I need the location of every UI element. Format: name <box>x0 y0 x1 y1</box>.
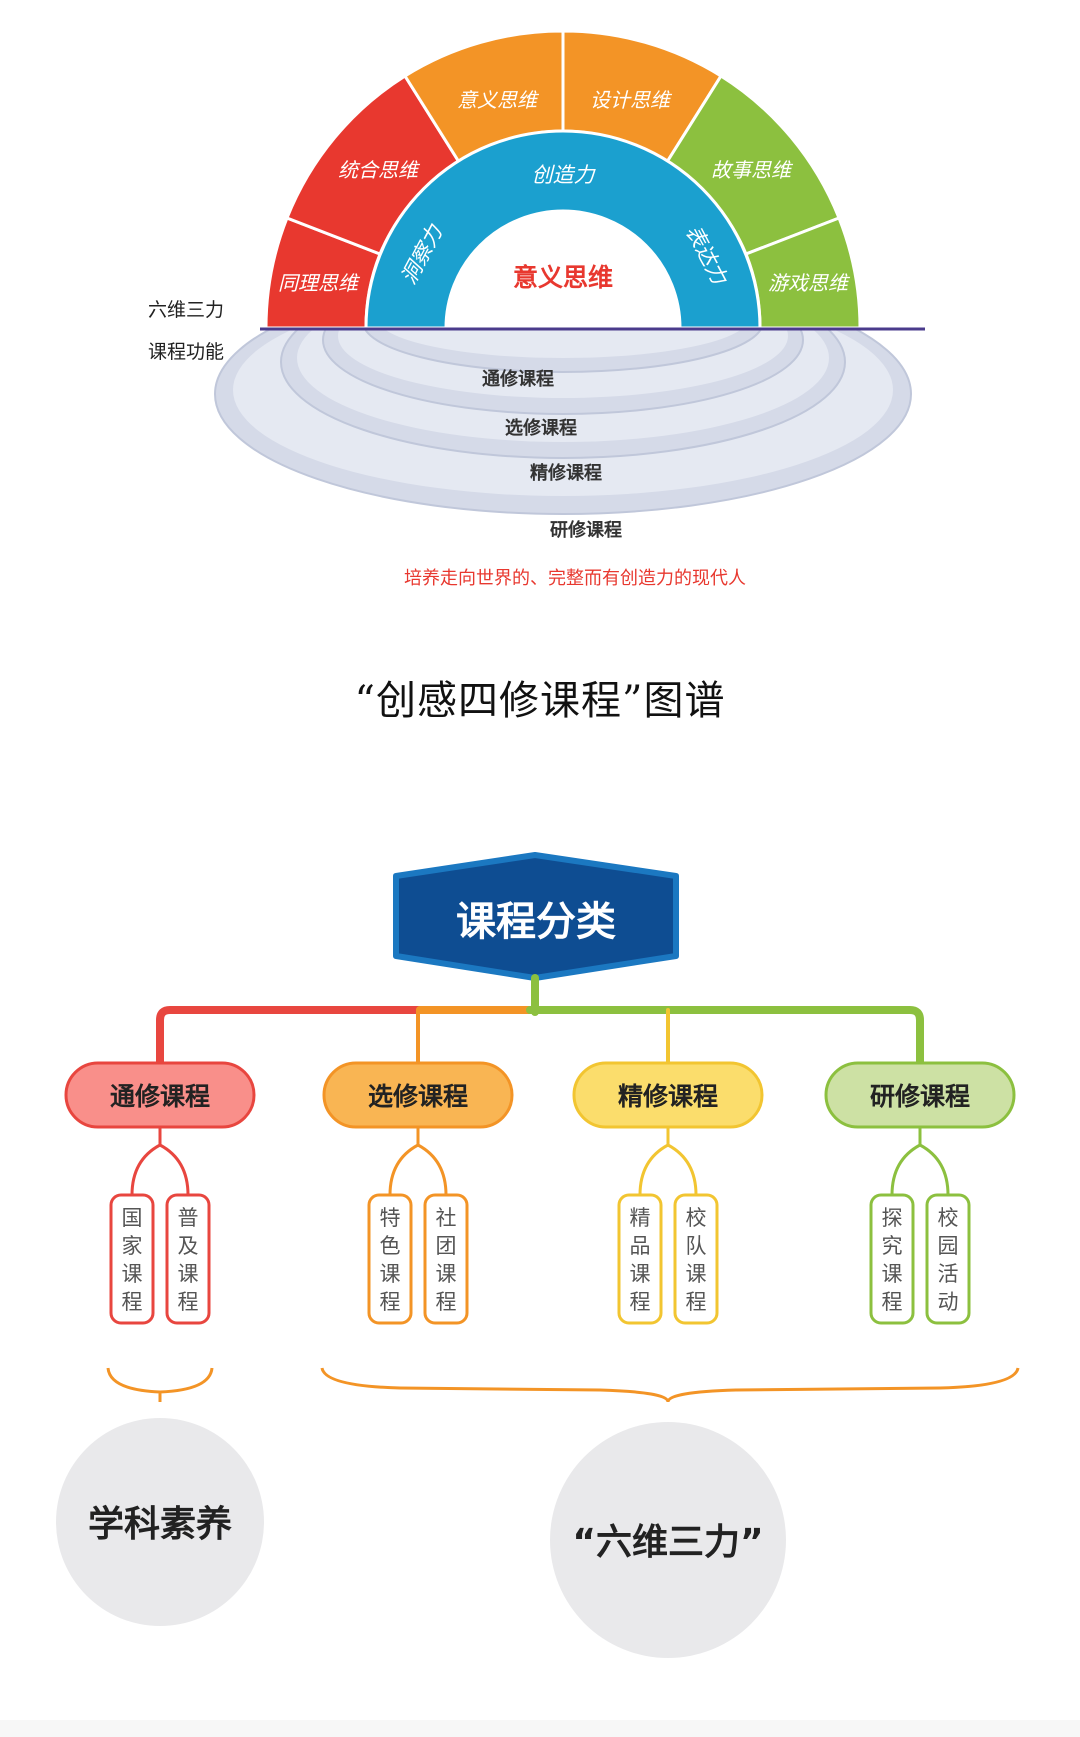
sub-course-char: 课 <box>436 1262 457 1286</box>
segment-label: 同理思维 <box>278 271 361 295</box>
sub-course-char: 校 <box>938 1206 959 1230</box>
sub-course-char: 程 <box>882 1290 903 1314</box>
sub-course-char: 社 <box>436 1206 457 1230</box>
category-group-1: 选修课程 <box>322 1061 514 1129</box>
outcome-circle-left <box>56 1418 264 1626</box>
label-six-three: 六维三力 <box>148 299 224 321</box>
category-label: 通修课程 <box>110 1082 210 1111</box>
segment-label: 统合思维 <box>338 158 421 182</box>
center-label: 意义思维 <box>513 263 613 292</box>
sub-course-char: 普 <box>178 1206 199 1230</box>
connectors <box>156 974 924 1069</box>
sub-course-char: 程 <box>178 1290 199 1314</box>
outer-segments <box>264 29 862 330</box>
outcome-label: “六维三力” <box>572 1522 763 1563</box>
sub-course-char: 程 <box>380 1290 401 1314</box>
title-badge <box>393 852 679 981</box>
sub-course-char: 校 <box>686 1206 707 1230</box>
sub-course-char: 队 <box>686 1234 707 1258</box>
category-group-0: 通修课程 <box>64 1061 256 1129</box>
title-text: 课程分类 <box>456 899 616 945</box>
course-ring-label: 研修课程 <box>550 519 622 541</box>
segment-label: 意义思维 <box>457 88 540 112</box>
sub-course-char: 国 <box>122 1206 143 1230</box>
center-half-disc <box>446 211 680 328</box>
label-course-function: 课程功能 <box>148 341 224 363</box>
sub-course-card <box>617 1193 663 1325</box>
category-group-2: 精修课程 <box>572 1061 764 1129</box>
sub-course-card <box>165 1193 211 1325</box>
course-ring-label: 通修课程 <box>482 368 554 390</box>
sub-course-char: 课 <box>630 1262 651 1286</box>
sub-course-char: 程 <box>686 1290 707 1314</box>
sub-forks <box>130 1127 950 1196</box>
segment-label: 游戏思维 <box>768 271 851 295</box>
sub-course-char: 究 <box>882 1234 903 1258</box>
segment-label: 设计思维 <box>590 88 673 112</box>
sub-course-char: 程 <box>122 1290 143 1314</box>
course-ring-label: 选修课程 <box>505 417 577 439</box>
sub-course-char: 课 <box>122 1262 143 1286</box>
brace-right <box>320 1367 1020 1403</box>
outcome-label: 学科素养 <box>88 1503 232 1545</box>
category-group-3: 研修课程 <box>824 1061 1016 1129</box>
sub-course-char: 园 <box>938 1234 959 1258</box>
sub-course-card <box>925 1193 971 1325</box>
sub-course-char: 及 <box>178 1234 199 1258</box>
sub-course-char: 探 <box>882 1206 903 1230</box>
category-label: 研修课程 <box>870 1082 970 1111</box>
sub-course-char: 团 <box>436 1234 457 1258</box>
sub-course-char: 家 <box>122 1234 143 1258</box>
category-label: 精修课程 <box>618 1082 718 1111</box>
ability-label-creativity: 创造力 <box>532 163 597 187</box>
brace-left <box>106 1367 214 1402</box>
sub-course-char: 动 <box>938 1290 959 1314</box>
sub-course-char: 特 <box>380 1206 401 1230</box>
category-label: 选修课程 <box>368 1082 468 1111</box>
goal-text: 培养走向世界的、完整而有创造力的现代人 <box>404 568 746 589</box>
sub-course-char: 课 <box>380 1262 401 1286</box>
sub-course-char: 程 <box>436 1290 457 1314</box>
page-bottom-strip <box>0 1720 1080 1737</box>
sub-course-card <box>367 1193 413 1325</box>
course-ring-label: 精修课程 <box>530 462 602 484</box>
sub-course-char: 程 <box>630 1290 651 1314</box>
sub-course-char: 品 <box>630 1234 651 1258</box>
sub-course-card <box>423 1193 469 1325</box>
sub-course-char: 课 <box>178 1262 199 1286</box>
sub-course-char: 活 <box>938 1262 959 1286</box>
sub-course-char: 课 <box>686 1262 707 1286</box>
diagram-caption: “创感四修课程”图谱 <box>354 678 726 724</box>
sub-course-card <box>109 1193 155 1325</box>
segment-label: 故事思维 <box>711 158 794 182</box>
outcome-circle-right <box>550 1422 786 1658</box>
sub-course-char: 课 <box>882 1262 903 1286</box>
sub-course-char: 精 <box>630 1206 651 1230</box>
sub-course-card <box>869 1193 915 1325</box>
sub-course-char: 色 <box>380 1234 401 1258</box>
course-map-diagram: 同理思维 统合思维 意义思维 设计思维 故事思维 游戏思维 洞察力 创造力 表达… <box>148 29 925 589</box>
sub-course-card <box>673 1193 719 1325</box>
